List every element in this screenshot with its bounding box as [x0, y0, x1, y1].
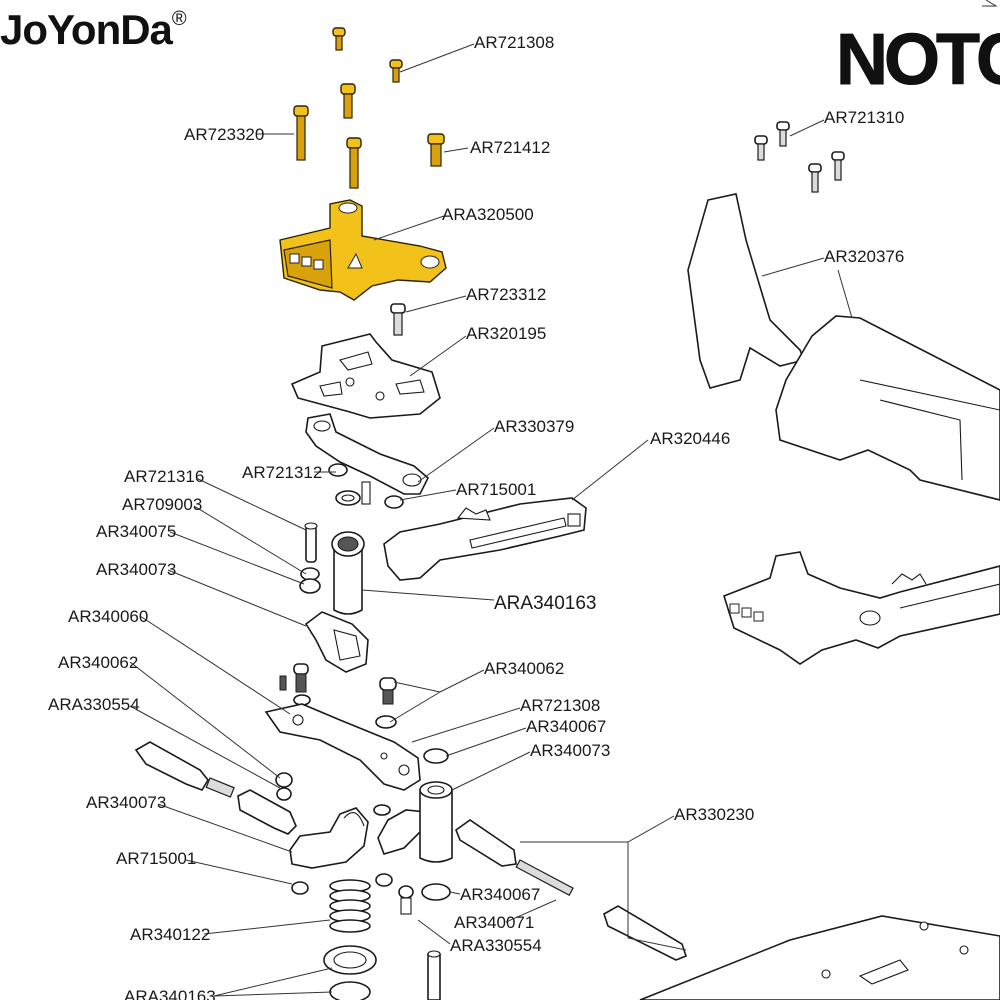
left-hardware-column	[299, 522, 321, 594]
label-ar721312: AR721312	[242, 463, 322, 482]
label-ar721308-lower: AR721308	[520, 696, 600, 715]
servo-saver-arm-ar340060	[304, 611, 369, 673]
label-ar340062-right: AR340062	[484, 659, 564, 678]
label-ar320195: AR320195	[466, 324, 546, 343]
plate-ar320195	[290, 333, 441, 419]
gold-screw-group	[293, 27, 445, 189]
label-ar320446: AR320446	[650, 429, 730, 448]
gold-servo-mount	[279, 199, 447, 301]
screw-center-b	[346, 137, 362, 189]
product-logo: NOTC	[836, 0, 1000, 101]
label-ar340122: AR340122	[130, 925, 210, 944]
chassis-plate	[639, 915, 1000, 1000]
brand-name: JoYonDa	[0, 6, 173, 53]
turnbuckle-left	[134, 741, 297, 835]
label-ar340073-upper: AR340073	[96, 560, 176, 579]
ball-stud-pair	[279, 663, 397, 729]
label-ar340071: AR340071	[454, 913, 534, 932]
label-ar330379: AR330379	[494, 417, 574, 436]
label-ar340067-lower: AR340067	[460, 885, 540, 904]
bracket-ar320376	[687, 193, 1000, 501]
label-ar723312: AR723312	[466, 285, 546, 304]
label-ar715001-lower: AR715001	[116, 849, 196, 868]
label-ar340073-lower: AR340073	[86, 793, 166, 812]
label-ara340163-mid: ARA340163	[494, 593, 596, 614]
label-ara330554-lower: ARA330554	[450, 936, 542, 955]
label-ar715001-mid: AR715001	[456, 480, 536, 499]
label-ar330230: AR330230	[674, 805, 754, 824]
label-ara320500: ARA320500	[442, 205, 534, 224]
sleeve-ara340163	[331, 531, 365, 615]
rod-ar330230	[455, 819, 687, 961]
lower-washers	[291, 873, 451, 915]
part-labels: AR721308 AR723320 AR721412 ARA320500 AR7…	[48, 33, 904, 1000]
registered-mark: ®	[171, 8, 187, 30]
leader-lines	[129, 43, 853, 997]
steering-arm-ar320446	[383, 497, 587, 581]
bellcrank-ar330379	[305, 413, 429, 495]
label-ar721310: AR721310	[824, 108, 904, 127]
label-ar721316: AR721316	[124, 467, 204, 486]
brand-logo: JoYonDa®	[0, 6, 187, 54]
screw-ar723312	[390, 303, 406, 336]
spring-ar340122	[329, 879, 371, 933]
label-ar340060: AR340060	[68, 607, 148, 626]
label-ara340163-bottom: ARA340163	[124, 987, 216, 1000]
screw-ar721412	[427, 133, 445, 167]
label-ar340075: AR340075	[96, 522, 176, 541]
label-ar320376: AR320376	[824, 247, 904, 266]
logo-tick	[982, 0, 998, 7]
assembled-view-right	[723, 551, 1000, 665]
screw-center-a	[340, 83, 356, 119]
screw-group-ar721310	[754, 121, 845, 193]
label-ar721308-top: AR721308	[474, 33, 554, 52]
label-ar340062-left: AR340062	[58, 653, 138, 672]
screw-ar721308-a	[332, 27, 346, 51]
drag-link	[264, 703, 421, 791]
screw-ar721308-b	[389, 59, 403, 83]
small-hardware-cluster	[328, 463, 404, 509]
screw-ar723320	[293, 105, 309, 161]
steering-knuckles	[289, 804, 427, 869]
label-ar721412: AR721412	[470, 138, 550, 157]
label-ara330554-left: ARA330554	[48, 695, 140, 714]
label-ar723320: AR723320	[184, 125, 264, 144]
label-ar340073-right: AR340073	[530, 741, 610, 760]
label-ar709003: AR709003	[122, 495, 202, 514]
label-ar340067-upper: AR340067	[526, 717, 606, 736]
bottom-sleeve	[323, 945, 441, 1000]
product-logo-text: NOTC	[836, 20, 1000, 100]
center-post	[419, 748, 453, 863]
